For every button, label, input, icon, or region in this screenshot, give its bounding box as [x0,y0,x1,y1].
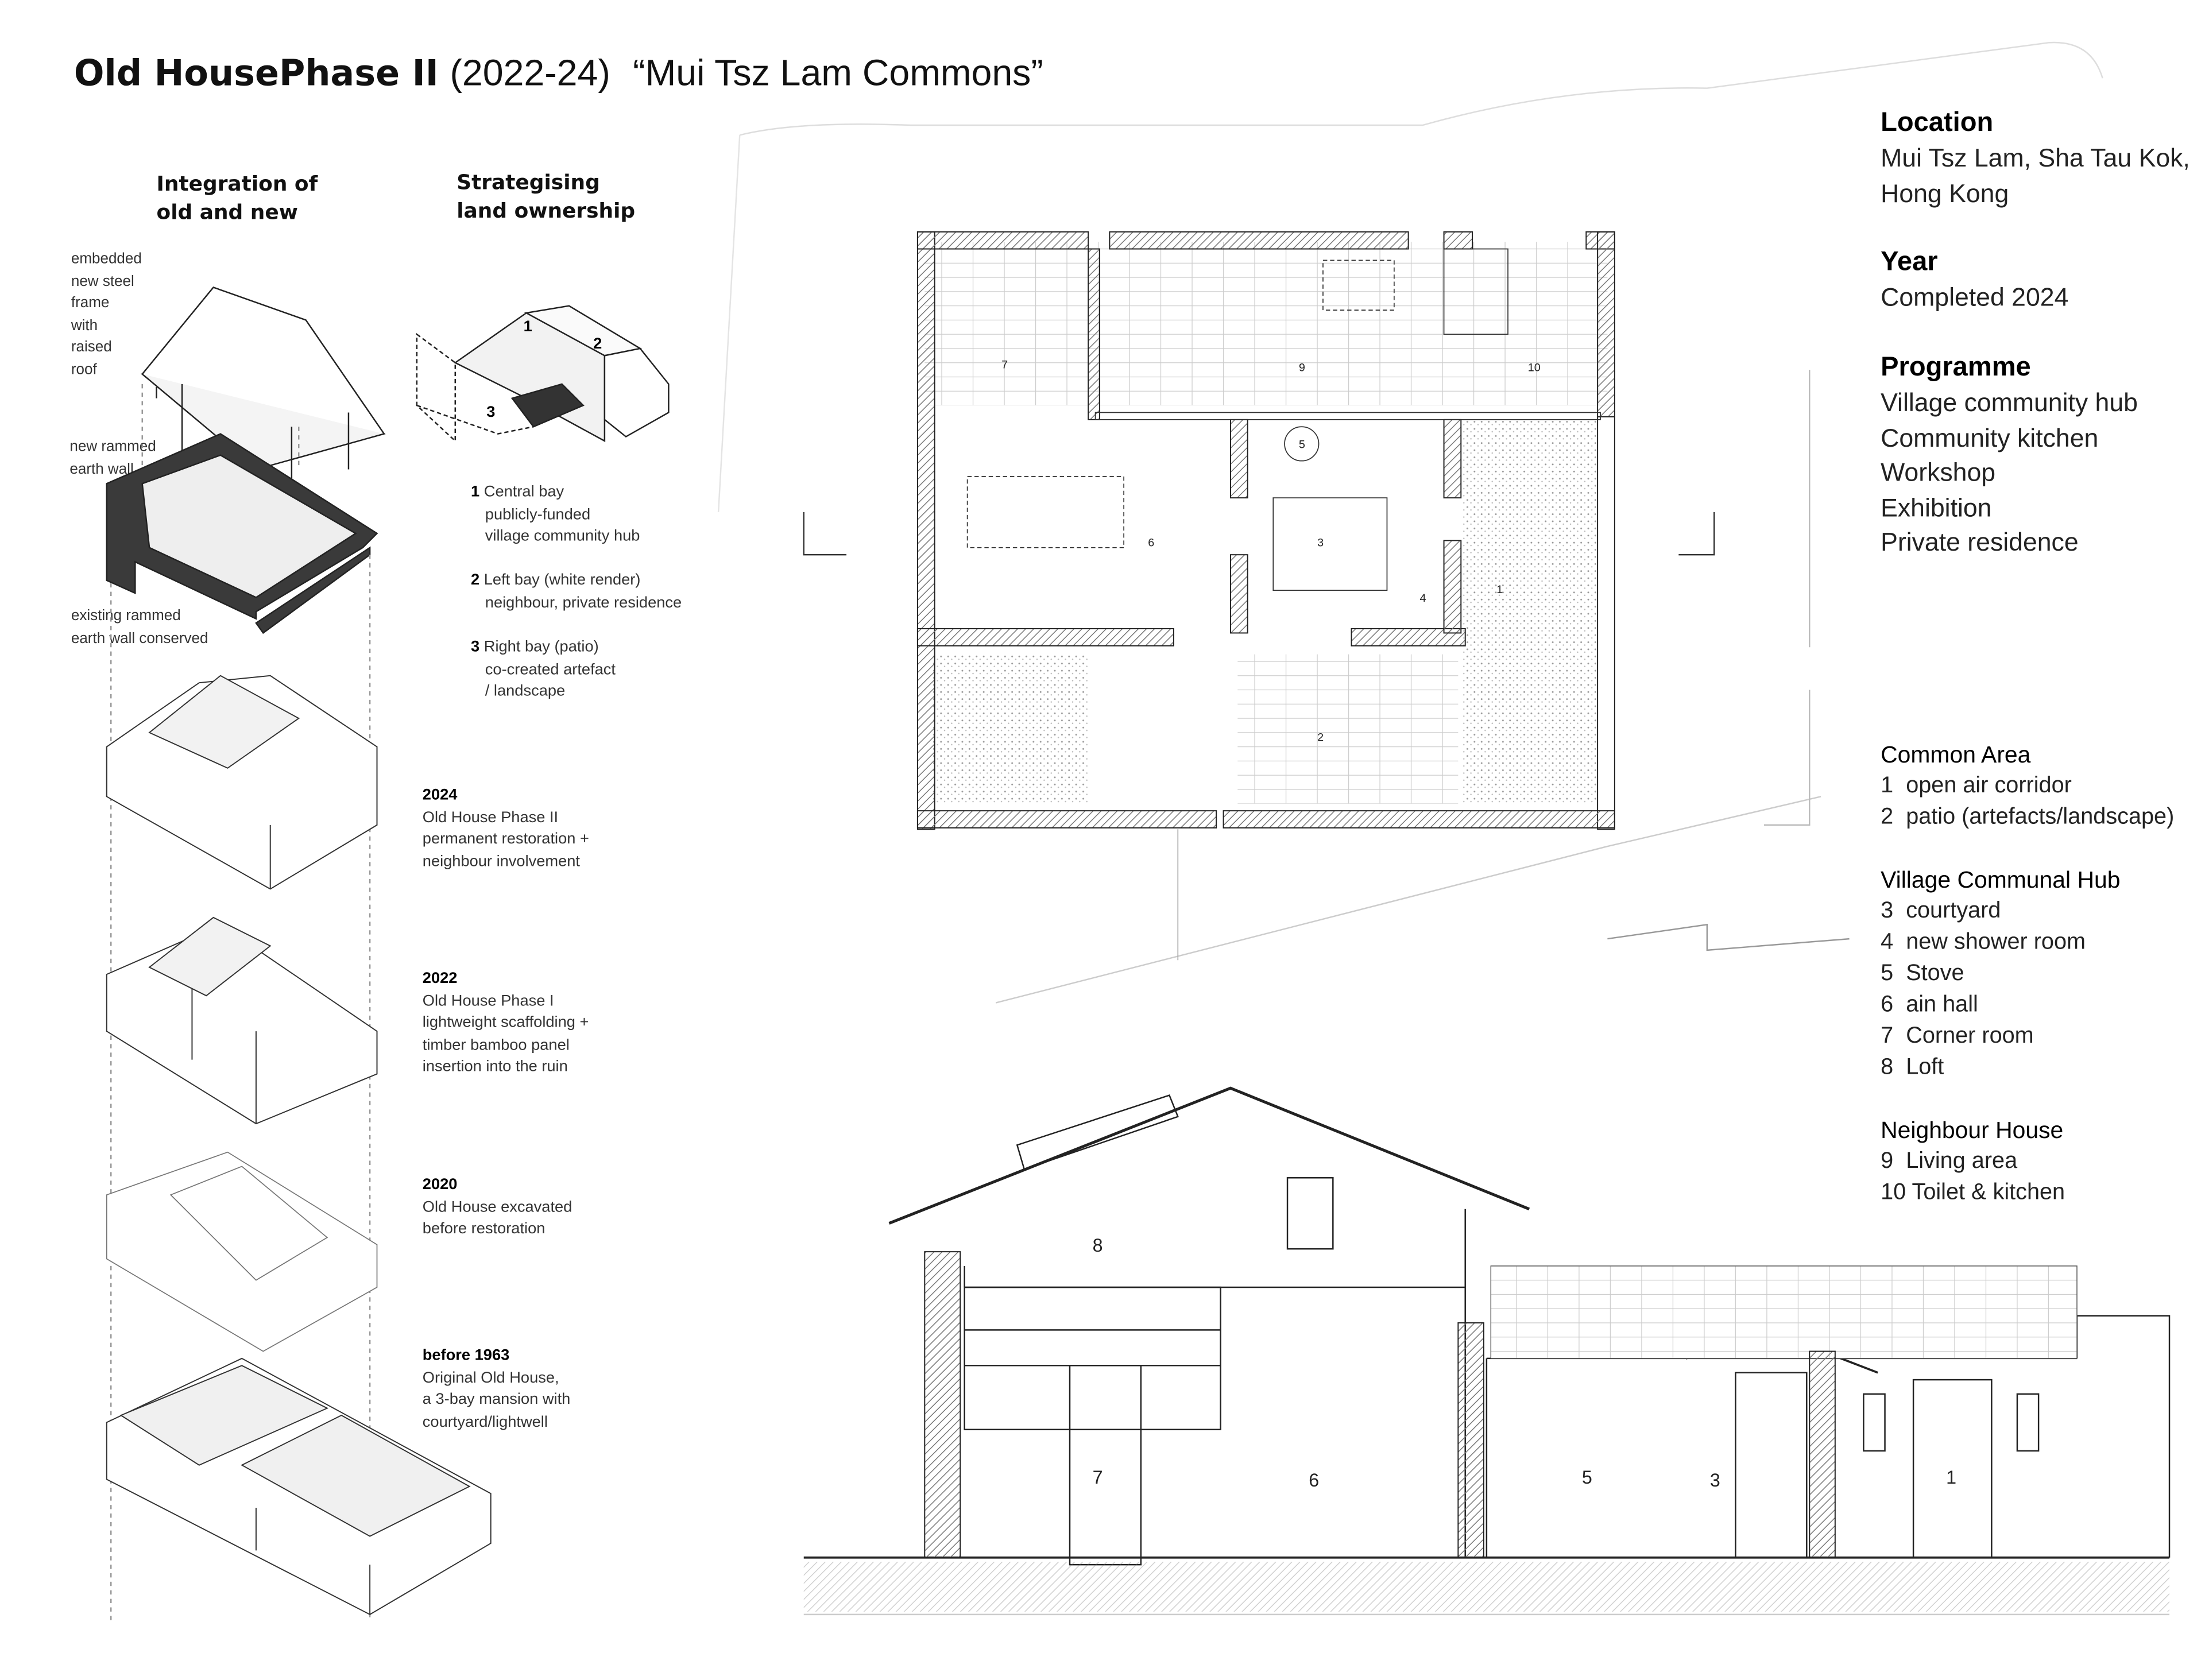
plan-room-7: 7 [1001,359,1008,371]
plan-room-5: 5 [1299,438,1305,451]
plan-room-10: 10 [1528,362,1541,374]
section-room-3: 3 [1710,1470,1720,1491]
year-block: Year Completed 2024 [1881,247,2069,312]
original-house-axo [106,1357,492,1615]
plan-room-2: 2 [1317,731,1324,744]
timeline-2024: 2024 Old House Phase II permanent restor… [422,787,589,870]
legend-common-area: Common Area 1 open air corridor 2 patio … [1881,742,2175,830]
bay-note-2: 2 Left bay (white render) neighbour, pri… [471,571,682,611]
phase-2024-axo [106,675,378,890]
section-room-5: 5 [1582,1467,1592,1488]
section-room-1: 1 [1946,1467,1956,1488]
steel-frame-label: embedded new steel frame with raised roo… [71,250,142,378]
plan-room-6: 6 [1148,536,1154,549]
rammed-earth-walls-axo [106,433,378,634]
floor-plan: 1 2 3 4 5 6 7 9 10 [916,231,1615,961]
section-room-6: 6 [1309,1470,1319,1491]
building-section: 8 7 6 5 3 1 [803,1086,2171,1616]
existing-wall-label: existing rammed earth wall conserved [71,607,208,647]
axonometric-drawings [106,286,492,1622]
steel-frame-roof-axo [140,286,386,512]
ownership-number-2: 2 [593,334,602,352]
ownership-number-3: 3 [486,402,495,420]
bay-note-3: 3 Right bay (patio) co-created artefact … [471,638,616,700]
page-title: Old HousePhase II (2022-24) “Mui Tsz Lam… [74,51,1043,94]
phase-2020-axo [106,1151,378,1352]
phase-2022-axo [106,916,378,1125]
legend-village-hub: Village Communal Hub 3 courtyard 4 new s… [1881,868,2121,1080]
plan-room-4: 4 [1419,592,1426,605]
programme-block: Programme Village community hub Communit… [1881,353,2138,556]
section-room-8: 8 [1093,1235,1103,1256]
plan-room-9: 9 [1299,362,1305,374]
strategising-heading: Strategising land ownership [457,172,636,223]
bay-note-1: 1 Central bay publicly-funded village co… [471,483,640,545]
timeline-before-1963: before 1963 Original Old House, a 3-bay … [422,1347,571,1431]
timeline-2020: 2020 Old House excavated before restorat… [422,1176,572,1238]
legend-neighbour-house: Neighbour House 9 Living area 10 Toilet … [1881,1118,2065,1205]
integration-heading: Integration of old and new [156,173,318,225]
location-block: Location Mui Tsz Lam, Sha Tau Kok, Hong … [1881,108,2190,207]
plan-room-3: 3 [1317,536,1324,549]
section-room-7: 7 [1093,1467,1103,1488]
ownership-number-1: 1 [524,317,532,335]
plan-room-1: 1 [1496,583,1503,596]
timeline-2022: 2022 Old House Phase I lightweight scaff… [422,970,589,1075]
land-ownership-axo: 1 2 3 [416,305,670,443]
